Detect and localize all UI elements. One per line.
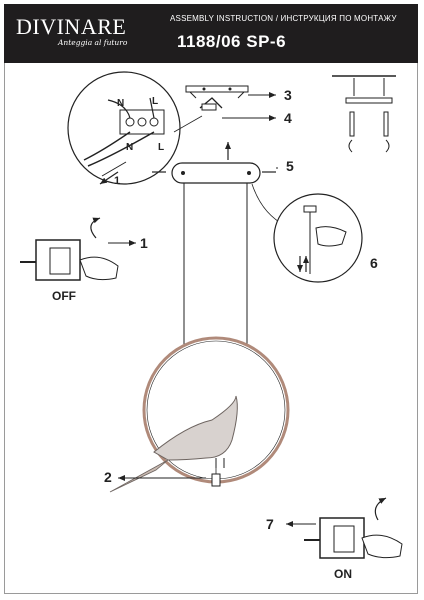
suspension-cables — [183, 183, 248, 344]
ceiling-wires — [199, 97, 276, 121]
brand-tagline: Anteggia al futuro — [58, 38, 128, 47]
switch-on-label: ON — [334, 567, 352, 581]
document-subtitle: ASSEMBLY INSTRUCTION / ИНСТРУКЦИЯ ПО МОН… — [170, 14, 397, 23]
switch-panel-on — [286, 497, 403, 559]
wire-label-l-top: L — [152, 96, 158, 107]
switch-off-label: OFF — [52, 289, 76, 303]
bird-figure — [109, 395, 238, 493]
callout-1: 1 — [140, 235, 148, 251]
wire-label-n-top: N — [117, 98, 124, 109]
wire-label-n-bottom: N — [126, 142, 133, 153]
callout-7: 7 — [266, 516, 274, 532]
brand-logo: DIVINARE — [16, 14, 127, 39]
mounting-inset — [332, 75, 396, 153]
callout-4: 4 — [284, 110, 292, 126]
callout-5: 5 — [286, 158, 294, 174]
wiring-detail-circle — [67, 71, 203, 185]
cable-adjust-detail-circle — [251, 183, 363, 283]
detail-callout-1: 1 — [114, 175, 120, 187]
switch-panel-off — [20, 217, 136, 281]
callout-2: 2 — [104, 469, 112, 485]
callout-6: 6 — [370, 255, 378, 271]
model-number: 1188/06 SP-6 — [177, 32, 287, 51]
header-bar — [4, 4, 418, 63]
wire-label-l-bottom: L — [158, 142, 164, 153]
ceiling-plate — [185, 85, 276, 99]
callout-3: 3 — [284, 87, 292, 103]
lamp-canopy — [152, 142, 278, 184]
